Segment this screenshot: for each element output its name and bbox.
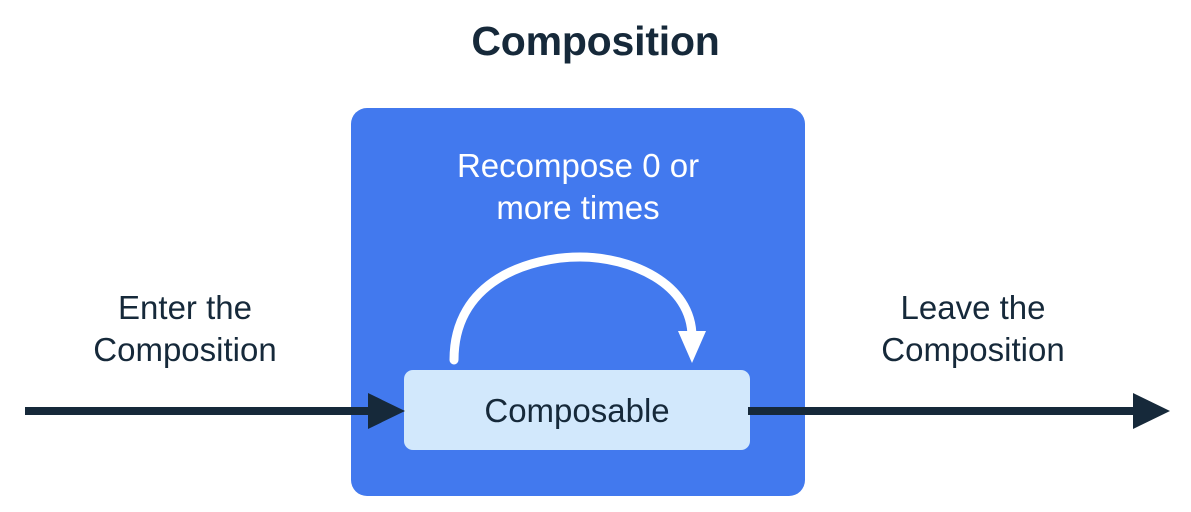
- leave-caption-line-2: Composition: [881, 330, 1065, 368]
- recompose-caption: Recompose 0 or more times: [371, 145, 785, 228]
- enter-caption-line-2: Composition: [93, 330, 277, 368]
- leave-caption-line-1: Leave the: [900, 289, 1046, 326]
- recompose-caption-line-1: Recompose 0 or: [456, 147, 700, 184]
- composable-label: Composable: [484, 391, 670, 429]
- leave-composition-caption: Leave the Composition: [823, 287, 1123, 370]
- composable-box: Composable: [404, 370, 750, 450]
- recompose-loop-arrow: [449, 252, 706, 365]
- enter-caption-line-1: Enter the: [118, 289, 252, 326]
- leave-composition-arrow: [748, 393, 1170, 429]
- page-title: Composition: [471, 18, 720, 64]
- enter-composition-caption: Enter the Composition: [35, 287, 335, 370]
- enter-composition-arrow: [25, 393, 405, 429]
- recompose-caption-line-2: more times: [496, 188, 660, 226]
